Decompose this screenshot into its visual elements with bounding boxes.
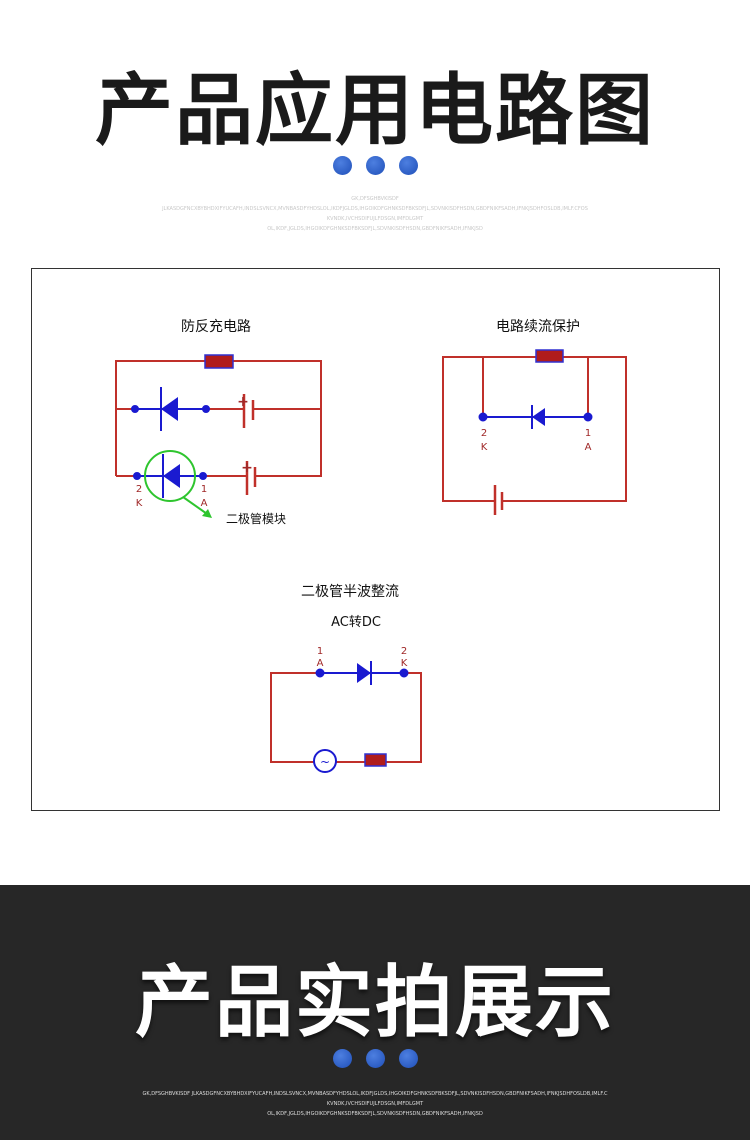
diagram-title: 电路续流保护 <box>496 318 580 335</box>
rectifier-circuit <box>270 672 422 763</box>
circuit-diagrams: + + 2 K 1 A 2 K 1 A 1 A 2 K 防反充电路 电路续流保护… <box>115 318 627 773</box>
resistor <box>204 354 234 369</box>
pin-label: 2 <box>401 646 407 657</box>
diode <box>478 405 593 429</box>
pin-label: A <box>317 658 324 669</box>
ac-source-icon <box>313 749 337 773</box>
dot-icon <box>398 156 418 175</box>
decorative-subtext: GK,DFSGHBVKISDF JLKASDGFNCXBYBHDXIFYUCAF… <box>140 194 610 234</box>
diagram-subtitle: AC转DC <box>331 615 381 630</box>
pin-label: 1 <box>585 428 591 439</box>
subtext-line: OL,IKDF,JGLDS,IHGOIKDFGHNKSDFBKSDFJL,SDV… <box>267 1111 483 1117</box>
pin-label: 1 <box>317 646 323 657</box>
resistor <box>535 349 564 363</box>
subtext-line: KVNDK,IVCHSDIFUJLFDSGN,IMFDLGMT <box>326 216 424 222</box>
decorative-dots <box>0 1049 750 1068</box>
pin-label: K <box>401 658 408 669</box>
subtext-line: GK,DFSGHBVKISDF JLKASDGFNCXBYBHDXIFYUCAF… <box>162 196 588 212</box>
subtext-line: GK,DFSGHBVKISDF JLKASDGFNCXBYBHDXIFYUCAF… <box>142 1091 608 1097</box>
dot-icon <box>398 1049 418 1068</box>
pin-label: K <box>481 442 488 453</box>
dot-icon <box>332 1049 352 1068</box>
section-title-circuit: 产品应用电路图 <box>94 66 655 156</box>
diode <box>315 661 409 685</box>
callout-label: 二极管模块 <box>226 511 286 526</box>
pin-label: 2 <box>136 484 142 495</box>
pin-label: 1 <box>201 484 207 495</box>
diode <box>131 387 210 498</box>
subtext-line: KVNDK,IVCHSDIFUJLFDSGN,IMFDLGMT <box>326 1101 424 1107</box>
decorative-dots <box>0 156 750 175</box>
ac-symbol: ~ <box>320 755 330 769</box>
dot-icon <box>365 156 385 175</box>
dot-icon <box>332 156 352 175</box>
diagram-title: 二极管半波整流 <box>301 584 399 600</box>
dot-icon <box>365 1049 385 1068</box>
photo-section-background <box>0 885 750 1140</box>
pin-label: A <box>201 498 208 509</box>
plus-label: + <box>241 460 253 476</box>
diagram-title: 防反充电路 <box>181 319 251 335</box>
section-title-photos: 产品实拍展示 <box>134 958 615 1048</box>
resistor <box>364 753 387 767</box>
pin-label: K <box>136 498 143 509</box>
pin-label: 2 <box>481 428 487 439</box>
anti-reverse-circuit <box>115 360 322 495</box>
subtext-line: OL,IKDF,JGLDS,IHGOIKDFGHNKSDFBKSDFJL,SDV… <box>267 226 483 232</box>
decorative-subtext: GK,DFSGHBVKISDF JLKASDGFNCXBYBHDXIFYUCAF… <box>140 1089 610 1119</box>
diode-module-callout <box>144 450 212 518</box>
pin-label: A <box>585 442 592 453</box>
freewheel-circuit <box>442 356 627 515</box>
circuit-diagram-frame <box>31 268 720 811</box>
plus-label: + <box>237 394 249 410</box>
